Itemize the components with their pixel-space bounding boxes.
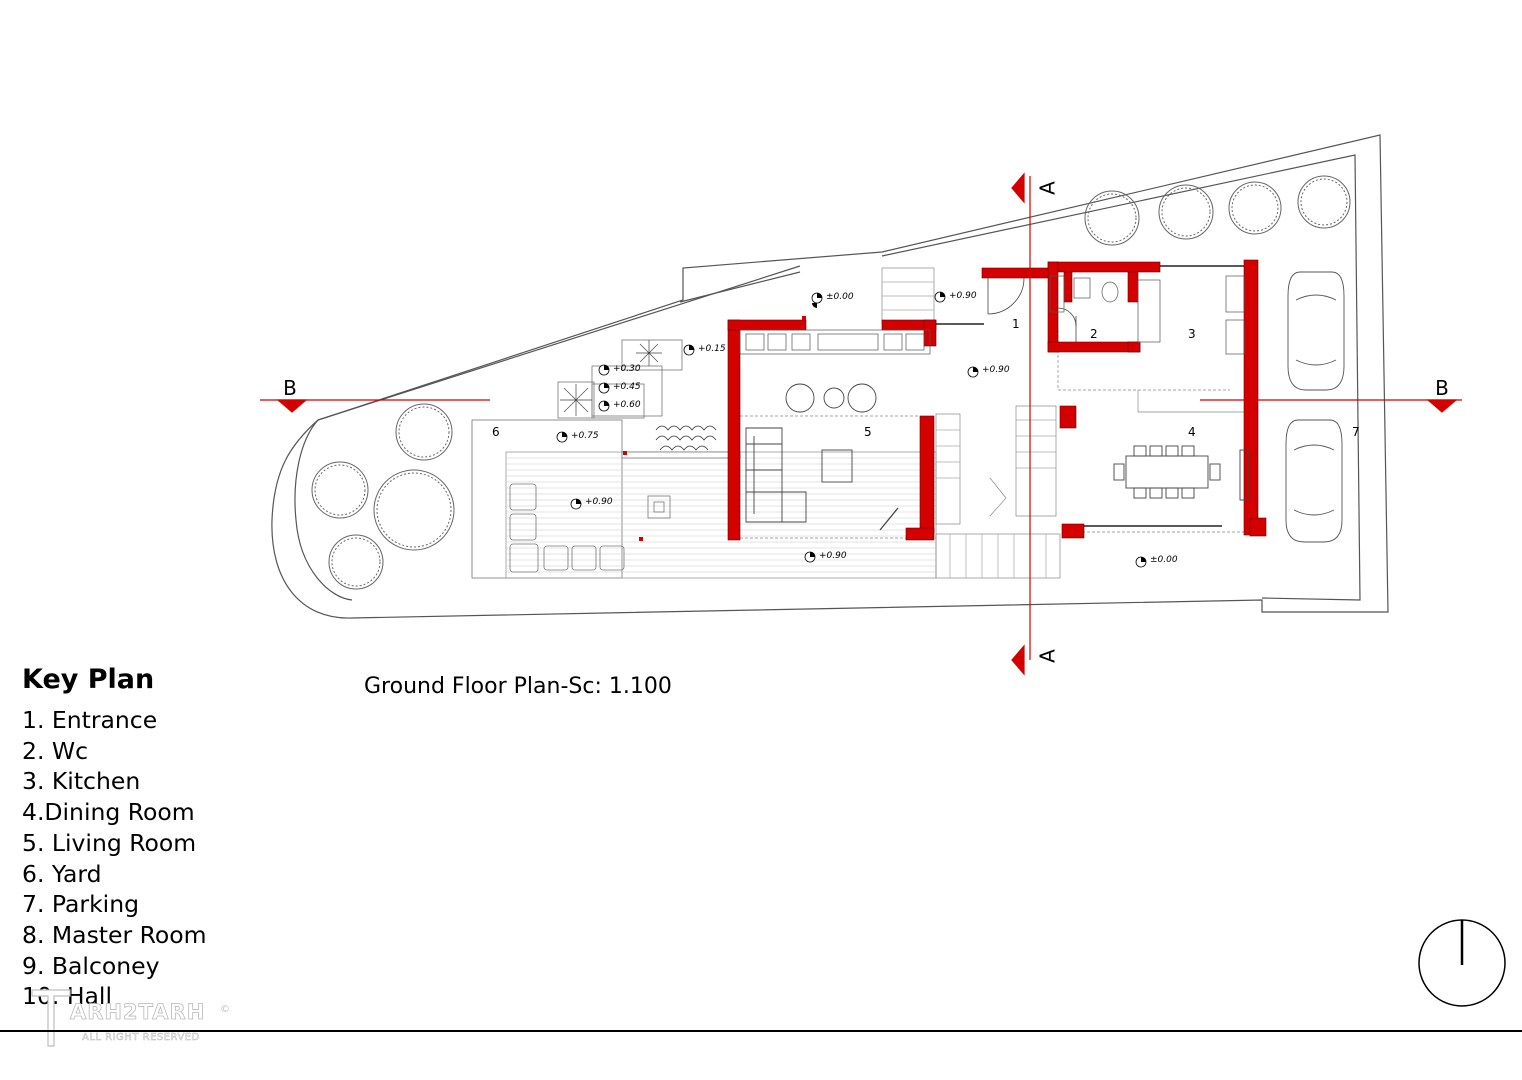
north-arrow-icon (1418, 919, 1506, 1007)
level-marker: +0.30 (598, 364, 641, 376)
list-item: 6. Yard (22, 859, 102, 888)
watermark-brand: ARH2TARH (70, 1000, 206, 1025)
svg-text:+0.75: +0.75 (571, 431, 599, 441)
section-lines (260, 172, 1462, 676)
posts (623, 316, 806, 541)
svg-text:+0.45: +0.45 (613, 382, 641, 392)
level-marker: +0.75 (556, 431, 599, 443)
svg-text:+0.90: +0.90 (819, 551, 847, 561)
section-a-top: A (1036, 181, 1060, 195)
walls (727, 259, 1267, 541)
list-item: 3. Kitchen (22, 767, 141, 796)
room-3: 3 (1188, 327, 1196, 341)
trees (311, 175, 1351, 590)
watermark-copyright: © (220, 1004, 230, 1015)
level-markers: ±0.00 +0.90 +0.90 +0.15 +0.30 +0.45 +0.6… (556, 291, 1178, 568)
level-marker: ±0.00 (811, 292, 854, 308)
planters (557, 339, 717, 451)
key-plan-title: Key Plan (22, 664, 155, 695)
site-boundary (271, 134, 1389, 619)
svg-text:+0.30: +0.30 (613, 364, 641, 374)
level-marker: +0.45 (598, 382, 641, 394)
room-numbers: 1 2 3 4 5 6 7 (492, 317, 1360, 439)
section-a-bottom: A (1036, 649, 1060, 663)
key-plan-list: 1. Entrance 2. Wc 3. Kitchen 4.Dining Ro… (22, 705, 207, 1012)
svg-text:±0.00: ±0.00 (826, 292, 854, 302)
room-7: 7 (1352, 425, 1360, 439)
plan-caption: Ground Floor Plan-Sc: 1.100 (364, 674, 672, 699)
room-1: 1 (1012, 317, 1020, 331)
svg-text:±0.00: ±0.00 (1150, 555, 1178, 565)
level-marker: +0.90 (934, 291, 977, 303)
section-labels: A A B B (283, 181, 1449, 663)
dining-set (1113, 445, 1249, 501)
list-item: 7. Parking (22, 890, 140, 919)
watermark-t-icon (31, 989, 71, 1047)
list-item: 4.Dining Room (22, 798, 195, 827)
level-marker: +0.90 (570, 497, 613, 510)
level-marker: ±0.00 (1135, 555, 1178, 568)
level-marker: +0.15 (683, 344, 726, 356)
watermark-sub: ALL RIGHT RESERVED (82, 1032, 200, 1044)
list-item: 9. Balconey (22, 951, 160, 980)
section-b-left: B (283, 376, 297, 400)
section-b-right: B (1435, 376, 1449, 400)
room-4: 4 (1188, 425, 1196, 439)
level-marker: +0.90 (967, 365, 1010, 378)
svg-text:+0.90: +0.90 (982, 365, 1010, 375)
room-5: 5 (864, 425, 872, 439)
yard-deck (471, 419, 937, 579)
room-2: 2 (1090, 327, 1098, 341)
svg-text:+0.15: +0.15 (698, 344, 726, 354)
list-item: 5. Living Room (22, 828, 197, 857)
room-6: 6 (492, 425, 500, 439)
list-item: 1. Entrance (22, 706, 158, 734)
cars (1285, 271, 1345, 543)
key-plan: Key Plan 1. Entrance 2. Wc 3. Kitchen 4.… (22, 664, 207, 1012)
level-marker: +0.90 (804, 551, 847, 563)
list-item: 8. Master Room (22, 920, 207, 949)
list-item: 2. Wc (22, 736, 89, 765)
svg-text:+0.90: +0.90 (949, 291, 977, 301)
level-marker: +0.60 (598, 400, 641, 412)
doors (987, 277, 1077, 342)
svg-text:+0.60: +0.60 (613, 400, 641, 410)
svg-text:+0.90: +0.90 (585, 497, 613, 507)
interior-lines (740, 265, 1250, 579)
watermark-logo: ARH2TARH ALL RIGHT RESERVED © (30, 986, 240, 1050)
counters (739, 275, 1245, 355)
bottom-rule (0, 1030, 1522, 1032)
living-furniture (745, 383, 899, 531)
